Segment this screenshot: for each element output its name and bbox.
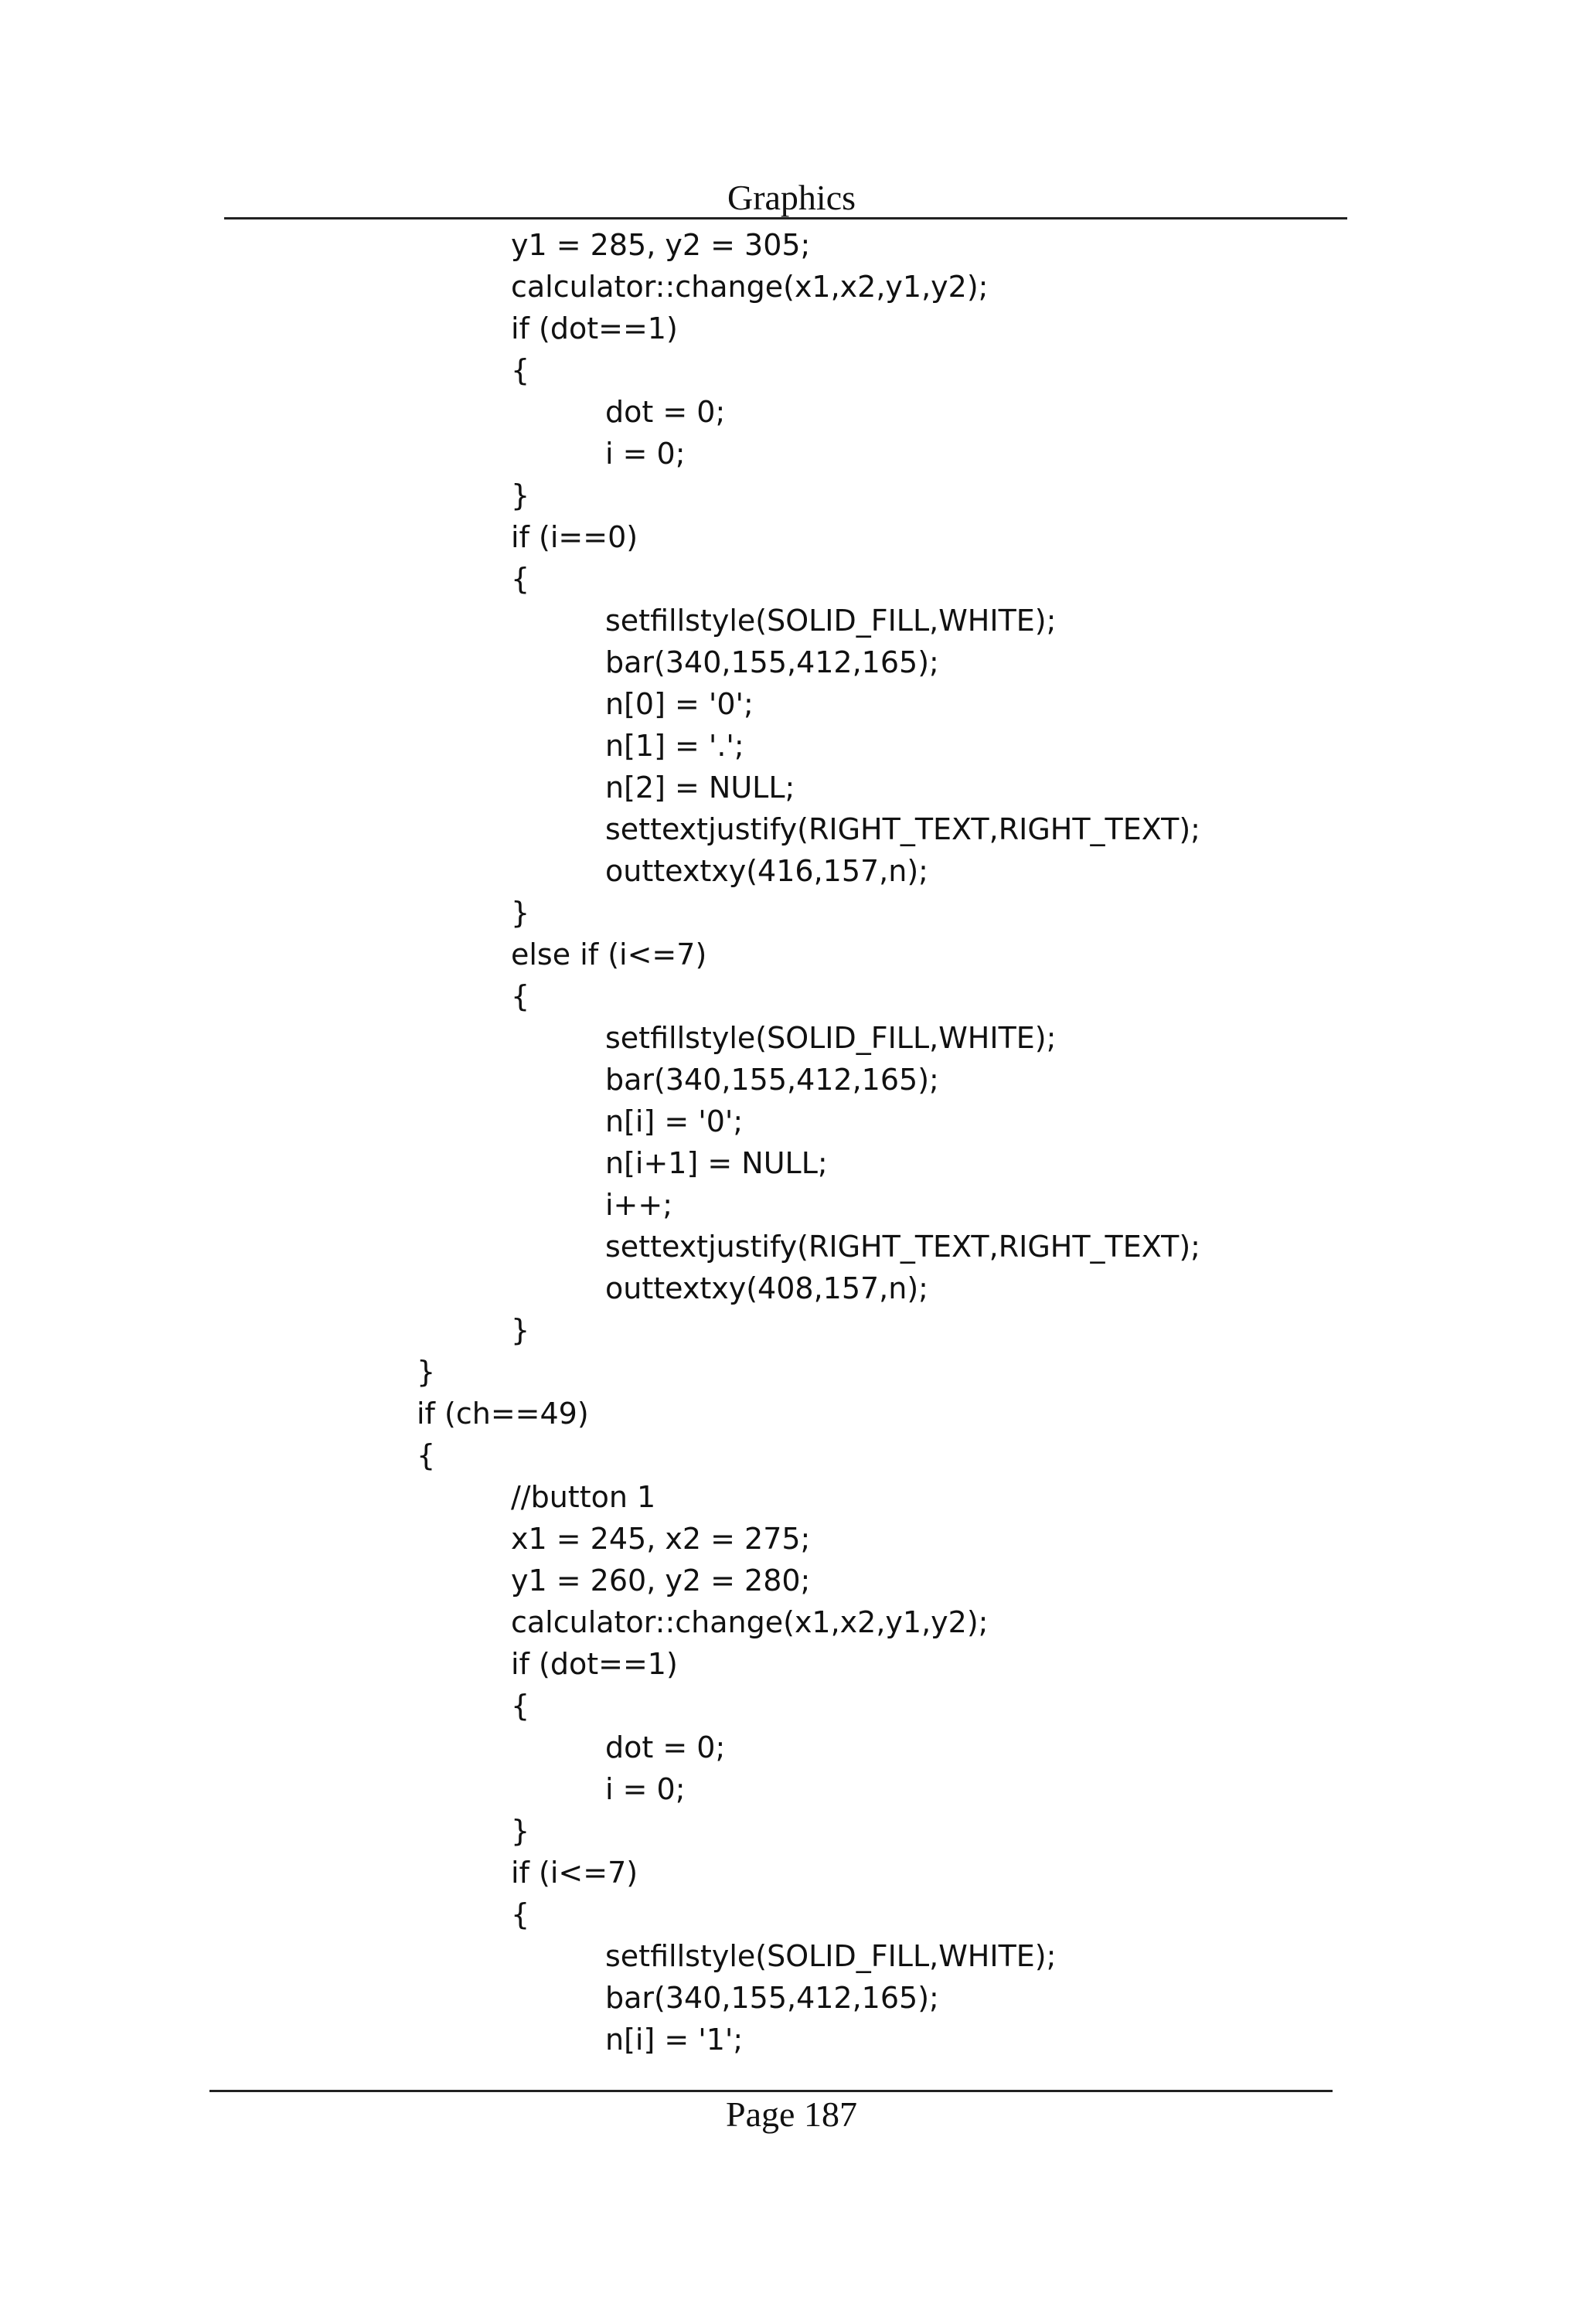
code-line: } <box>511 1814 530 1848</box>
code-line: n[i] = '0'; <box>605 1104 744 1138</box>
code-line: { <box>511 353 530 387</box>
code-line: if (dot==1) <box>511 311 678 345</box>
code-line: dot = 0; <box>605 395 726 429</box>
code-line: n[i+1] = NULL; <box>605 1146 828 1180</box>
code-line: if (dot==1) <box>511 1647 678 1681</box>
code-line: bar(340,155,412,165); <box>605 1063 939 1097</box>
code-line: outtextxy(408,157,n); <box>605 1271 928 1305</box>
code-line: i++; <box>605 1188 673 1222</box>
code-line: { <box>511 979 530 1013</box>
code-line: n[i] = '1'; <box>605 2023 744 2057</box>
code-line: if (ch==49) <box>417 1397 589 1431</box>
running-header-title: Graphics <box>727 178 856 217</box>
code-line: calculator::change(x1,x2,y1,y2); <box>511 1605 989 1639</box>
code-line: bar(340,155,412,165); <box>605 1981 939 2015</box>
code-line: else if (i<=7) <box>511 937 707 971</box>
code-line: i = 0; <box>605 437 686 471</box>
code-line: y1 = 260, y2 = 280; <box>511 1564 811 1598</box>
code-line: setfillstyle(SOLID_FILL,WHITE); <box>605 604 1057 638</box>
code-line: } <box>511 478 530 512</box>
code-line: n[2] = NULL; <box>605 771 795 805</box>
code-line: settextjustify(RIGHT_TEXT,RIGHT_TEXT); <box>605 812 1200 846</box>
page-number: Page 187 <box>726 2094 857 2134</box>
code-line: n[0] = '0'; <box>605 687 754 721</box>
code-line: n[1] = '.'; <box>605 729 744 763</box>
code-line: if (i<=7) <box>511 1856 638 1890</box>
code-line: dot = 0; <box>605 1730 726 1764</box>
code-line: calculator::change(x1,x2,y1,y2); <box>511 270 989 304</box>
code-line: x1 = 245, x2 = 275; <box>511 1522 811 1556</box>
code-line: settextjustify(RIGHT_TEXT,RIGHT_TEXT); <box>605 1230 1200 1264</box>
code-line: if (i==0) <box>511 520 638 554</box>
code-line: { <box>511 1897 530 1931</box>
code-line: y1 = 285, y2 = 305; <box>511 228 811 262</box>
code-line: setfillstyle(SOLID_FILL,WHITE); <box>605 1939 1057 1973</box>
code-line: { <box>511 562 530 596</box>
code-line: outtextxy(416,157,n); <box>605 854 928 888</box>
code-line: { <box>417 1438 436 1472</box>
header-rule <box>224 217 1347 219</box>
code-line: setfillstyle(SOLID_FILL,WHITE); <box>605 1021 1057 1055</box>
code-line: i = 0; <box>605 1772 686 1806</box>
code-line: } <box>511 896 530 930</box>
code-line: //button 1 <box>511 1480 656 1514</box>
code-line: { <box>511 1689 530 1723</box>
footer-rule <box>209 2090 1333 2092</box>
code-line: } <box>511 1313 530 1347</box>
code-line: } <box>417 1355 436 1389</box>
code-line: bar(340,155,412,165); <box>605 645 939 679</box>
